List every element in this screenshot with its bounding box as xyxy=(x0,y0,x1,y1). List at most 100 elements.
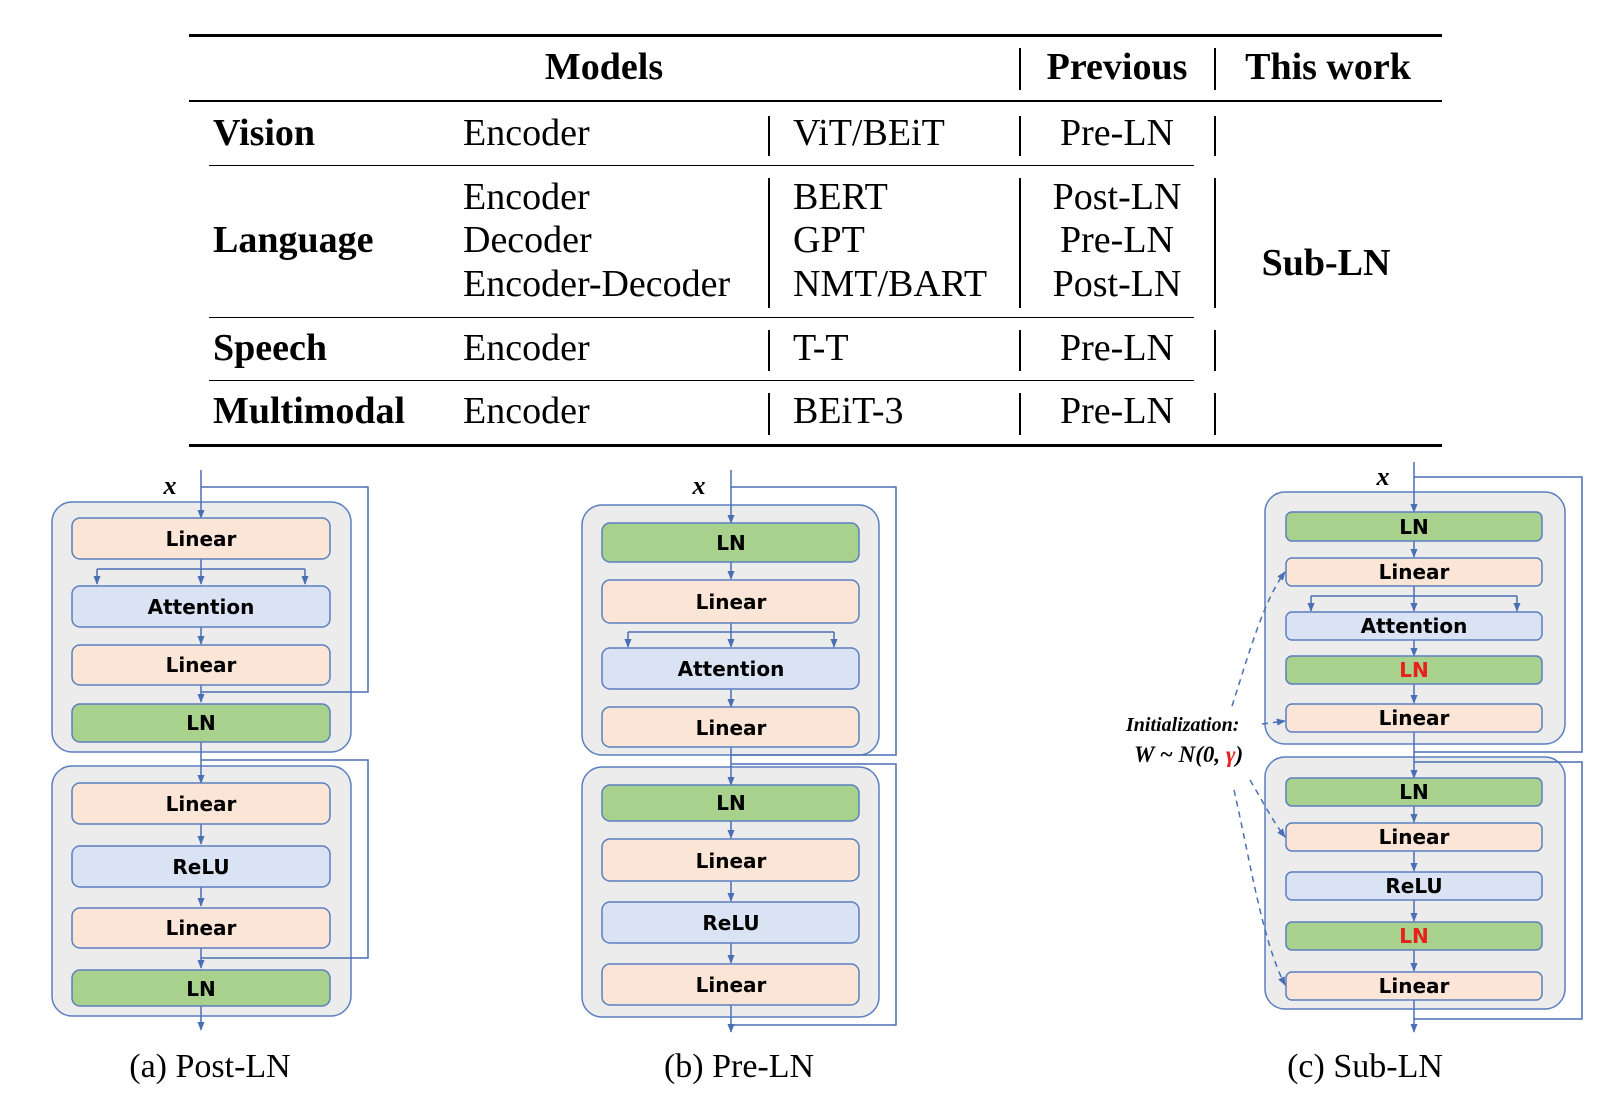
sub-ln-diagram: LN Linear Attention LN Linear LN Linear … xyxy=(1231,462,1583,1033)
row-previous: Post-LN xyxy=(1052,263,1182,305)
pre-ln-diagram: LN Linear Attention Linear LN Linear ReL… xyxy=(581,470,897,1033)
sub-ln-relu-box xyxy=(1285,871,1543,901)
row-previous: Pre-LN xyxy=(1060,327,1174,369)
header-this-work: This work xyxy=(1245,46,1411,88)
post-ln-linear-box xyxy=(71,907,331,949)
init-formula: W ~ N(0, γ) xyxy=(1134,742,1243,768)
post-ln-label: Linear xyxy=(166,916,237,940)
sub-ln-label: Linear xyxy=(1379,706,1450,730)
sub-ln-attention-box xyxy=(1285,611,1543,641)
init-label: Initialization: xyxy=(1126,714,1240,736)
post-ln-input-label: x xyxy=(163,471,177,500)
cell-separator xyxy=(1019,178,1021,308)
pre-ln-input-label: x xyxy=(692,471,706,500)
post-ln-ln-box xyxy=(71,703,331,743)
init-formula-prefix: W ~ N(0, xyxy=(1134,742,1226,767)
pre-ln-ln-box xyxy=(601,784,860,822)
post-ln-label: Linear xyxy=(166,527,237,551)
post-ln-diagram: Linear Attention Linear LN Linear ReLU L… xyxy=(51,470,369,1031)
table-top-rule xyxy=(189,34,1442,37)
row-arch: Encoder xyxy=(463,390,590,432)
row-previous: Post-LN xyxy=(1052,176,1182,218)
caption-pre-ln: (b) Pre-LN xyxy=(663,1048,815,1085)
row-domain-vision: Vision xyxy=(213,112,316,154)
pre-ln-relu-box xyxy=(601,901,860,944)
row-domain-speech: Speech xyxy=(213,327,327,369)
cell-separator xyxy=(1214,116,1216,156)
row-domain-multimodal: Multimodal xyxy=(213,390,406,432)
row-model: NMT/BART xyxy=(793,263,988,305)
table-row-rule xyxy=(209,380,1194,381)
pre-ln-linear-box xyxy=(601,706,860,748)
post-ln-label: ReLU xyxy=(172,855,229,879)
header-separator xyxy=(1214,48,1216,90)
post-ln-linear-box xyxy=(71,517,331,560)
pre-ln-attention-box xyxy=(601,647,860,690)
row-previous: Pre-LN xyxy=(1060,112,1174,154)
post-ln-linear-box xyxy=(71,644,331,686)
sub-ln-input-label: x xyxy=(1376,462,1390,491)
table-row-rule xyxy=(209,165,1194,166)
row-domain-language: Language xyxy=(213,219,374,261)
pre-ln-label: Linear xyxy=(696,590,767,614)
cell-separator xyxy=(768,178,770,308)
table-header-rule xyxy=(189,100,1442,102)
row-model: GPT xyxy=(793,219,865,261)
pre-ln-ln-box xyxy=(601,522,860,563)
sub-ln-ln-box xyxy=(1285,511,1543,542)
row-model: BERT xyxy=(793,176,888,218)
init-dashed-arrows xyxy=(1231,571,1286,986)
sub-ln-linear-box xyxy=(1285,557,1543,587)
post-ln-label: LN xyxy=(186,711,215,735)
row-previous: Pre-LN xyxy=(1060,219,1174,261)
sub-ln-label: Linear xyxy=(1379,560,1450,584)
post-ln-ln-box xyxy=(71,969,331,1007)
cell-separator xyxy=(1214,178,1216,308)
init-formula-suffix: ) xyxy=(1235,742,1244,767)
row-arch: Encoder xyxy=(463,327,590,369)
cell-separator xyxy=(768,393,770,435)
cell-separator xyxy=(768,330,770,371)
post-ln-linear-box xyxy=(71,782,331,825)
cell-separator xyxy=(768,116,770,156)
pre-ln-linear-box xyxy=(601,963,860,1006)
cell-separator xyxy=(1214,393,1216,435)
post-ln-relu-box xyxy=(71,845,331,888)
this-work-value: Sub-LN xyxy=(1261,242,1391,284)
pre-ln-label: Linear xyxy=(696,849,767,873)
caption-post-ln: (a) Post-LN xyxy=(129,1048,291,1085)
header-models: Models xyxy=(544,46,664,88)
cell-separator xyxy=(1214,330,1216,371)
row-arch: Decoder xyxy=(463,219,592,261)
pre-ln-linear-box xyxy=(601,579,860,624)
post-ln-label: Attention xyxy=(148,595,255,619)
sub-ln-linear-box xyxy=(1285,703,1543,733)
sub-ln-ln-box xyxy=(1285,777,1543,807)
post-ln-label: Linear xyxy=(166,653,237,677)
sub-ln-label: Linear xyxy=(1379,974,1450,998)
cell-separator xyxy=(1019,116,1021,156)
pre-ln-label: Linear xyxy=(696,716,767,740)
table-row-rule xyxy=(209,317,1194,318)
sub-ln-linear-box xyxy=(1285,822,1543,852)
pre-ln-label: LN xyxy=(716,791,745,815)
sub-ln-label: LN xyxy=(1399,515,1428,539)
sub-ln-label-highlight: LN xyxy=(1399,924,1428,948)
sub-ln-ln-box xyxy=(1285,655,1543,685)
post-ln-attention-box xyxy=(71,585,331,628)
row-model: T-T xyxy=(793,327,849,369)
sub-ln-label: ReLU xyxy=(1385,874,1442,898)
header-separator xyxy=(1019,48,1021,90)
row-model: BEiT-3 xyxy=(793,390,904,432)
pre-ln-label: Linear xyxy=(696,973,767,997)
pre-ln-linear-box xyxy=(601,838,860,882)
row-arch: Encoder xyxy=(463,176,590,218)
pre-ln-label: Attention xyxy=(678,657,785,681)
row-arch: Encoder-Decoder xyxy=(463,263,731,305)
header-previous: Previous xyxy=(1046,46,1188,88)
pre-ln-label: LN xyxy=(716,531,745,555)
table-bottom-rule xyxy=(189,444,1442,447)
init-formula-gamma: γ xyxy=(1225,742,1236,767)
sub-ln-ln-box xyxy=(1285,921,1543,951)
